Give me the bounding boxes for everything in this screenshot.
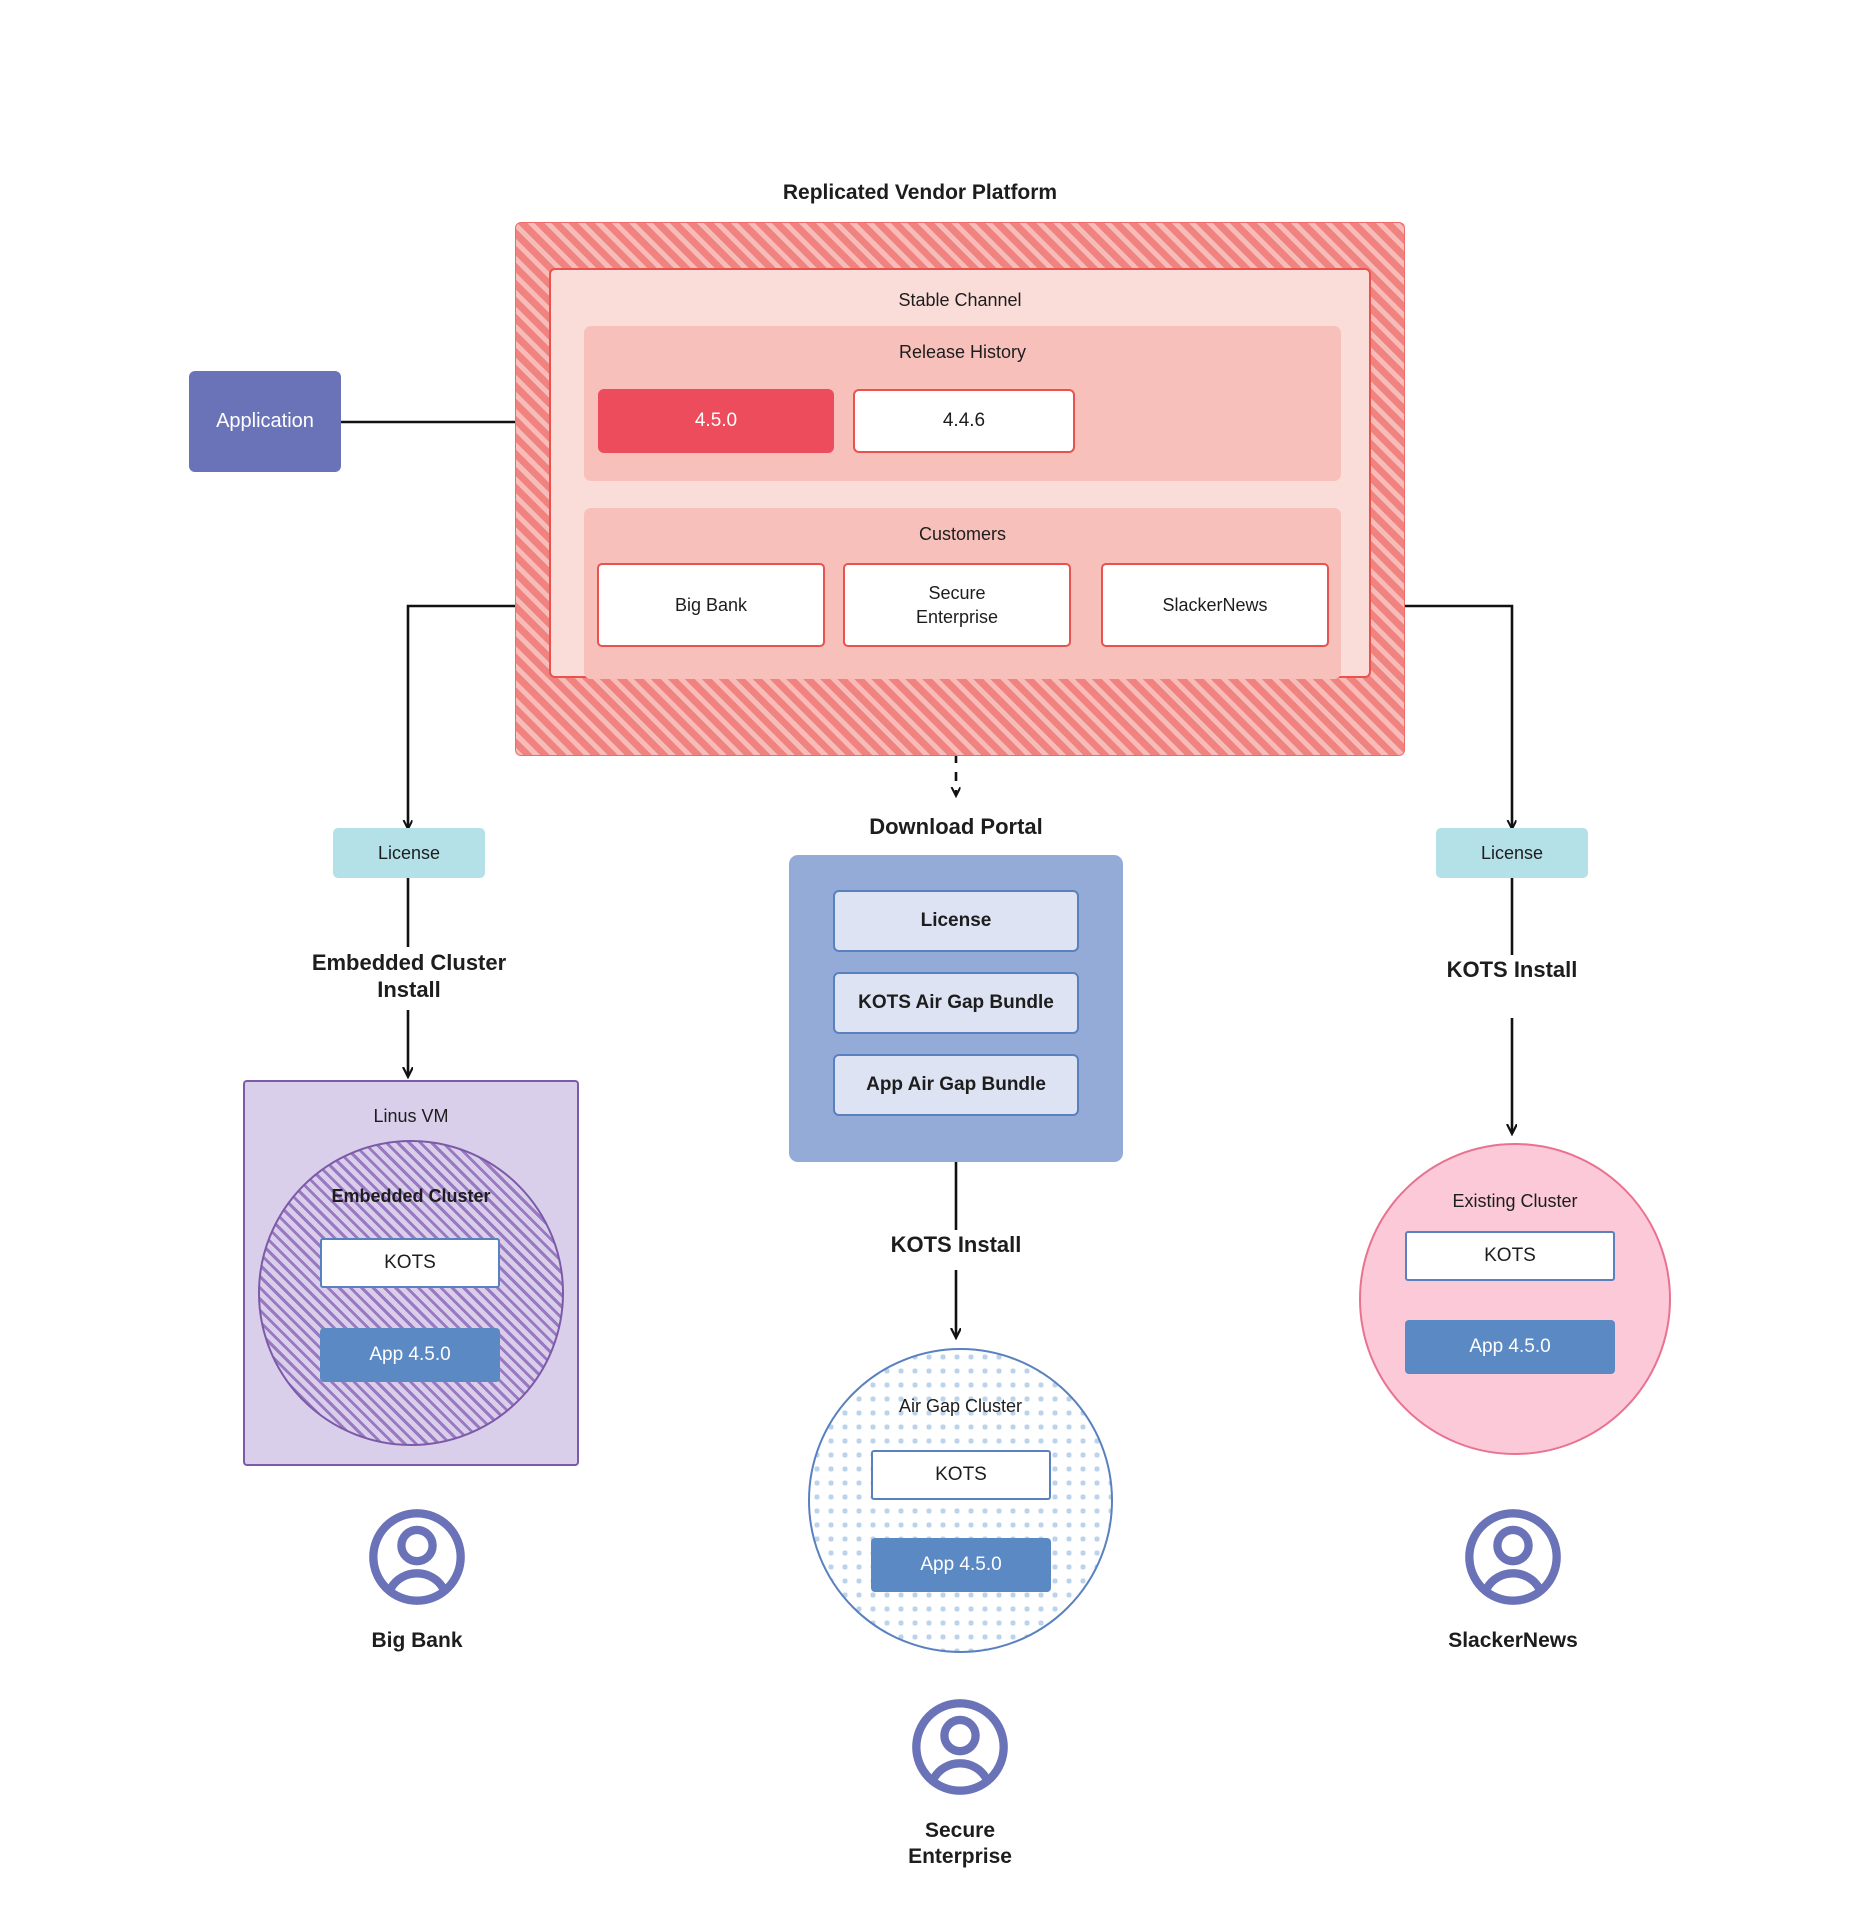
avatar-big-bank: [365, 1505, 469, 1609]
avatar-secure-enterprise: [908, 1695, 1012, 1799]
license-node-left[interactable]: License: [333, 828, 485, 878]
embedded-cluster-title: Embedded Cluster: [331, 1185, 491, 1206]
license-node-right[interactable]: License: [1436, 828, 1588, 878]
existing-cluster-title: Existing Cluster: [1452, 1190, 1578, 1211]
customer-item-slackernews[interactable]: SlackerNews: [1101, 563, 1329, 647]
avatar-label-secure-enterprise: Secure Enterprise: [908, 1819, 1012, 1869]
release-item[interactable]: 4.4.6: [853, 389, 1075, 453]
flow-label-kots-install-right: KOTS Install: [1446, 957, 1578, 983]
platform-title: Replicated Vendor Platform: [782, 181, 1058, 204]
embedded-cluster-circle: Embedded Cluster: [258, 1140, 564, 1446]
avatar-label-big-bank: Big Bank: [371, 1629, 463, 1652]
user-avatar-icon: [1465, 1509, 1561, 1605]
avatar-slackernews: [1461, 1505, 1565, 1609]
customers-label: Customers: [918, 523, 1007, 544]
stable-channel-label: Stable Channel: [898, 289, 1022, 310]
kots-box-middle[interactable]: KOTS: [871, 1450, 1051, 1500]
user-avatar-icon: [912, 1699, 1008, 1795]
avatar-label-slackernews: SlackerNews: [1448, 1629, 1578, 1652]
download-portal-title: Download Portal: [869, 814, 1043, 840]
kots-box-right[interactable]: KOTS: [1405, 1231, 1615, 1281]
release-item-active[interactable]: 4.5.0: [598, 389, 834, 453]
portal-item-app-air-gap-bundle[interactable]: App Air Gap Bundle: [833, 1054, 1079, 1116]
existing-cluster-circle: Existing Cluster: [1359, 1143, 1671, 1455]
air-gap-cluster-circle: Air Gap Cluster: [808, 1348, 1113, 1653]
portal-item-kots-air-gap-bundle[interactable]: KOTS Air Gap Bundle: [833, 972, 1079, 1034]
app-version-box-right[interactable]: App 4.5.0: [1405, 1320, 1615, 1374]
linus-vm-title: Linus VM: [373, 1105, 449, 1126]
app-version-box-middle[interactable]: App 4.5.0: [871, 1538, 1051, 1592]
release-history-label: Release History: [898, 341, 1027, 362]
customer-item-secure-enterprise[interactable]: Secure Enterprise: [843, 563, 1071, 647]
flow-label-embedded-cluster-install: Embedded Cluster Install: [311, 949, 507, 1003]
user-avatar-icon: [369, 1509, 465, 1605]
flow-label-kots-install-middle: KOTS Install: [890, 1232, 1022, 1258]
application-node[interactable]: Application: [189, 371, 341, 472]
air-gap-cluster-title: Air Gap Cluster: [898, 1395, 1023, 1416]
customer-item-big-bank[interactable]: Big Bank: [597, 563, 825, 647]
kots-box-left[interactable]: KOTS: [320, 1238, 500, 1288]
portal-item-license[interactable]: License: [833, 890, 1079, 952]
app-version-box-left[interactable]: App 4.5.0: [320, 1328, 500, 1382]
